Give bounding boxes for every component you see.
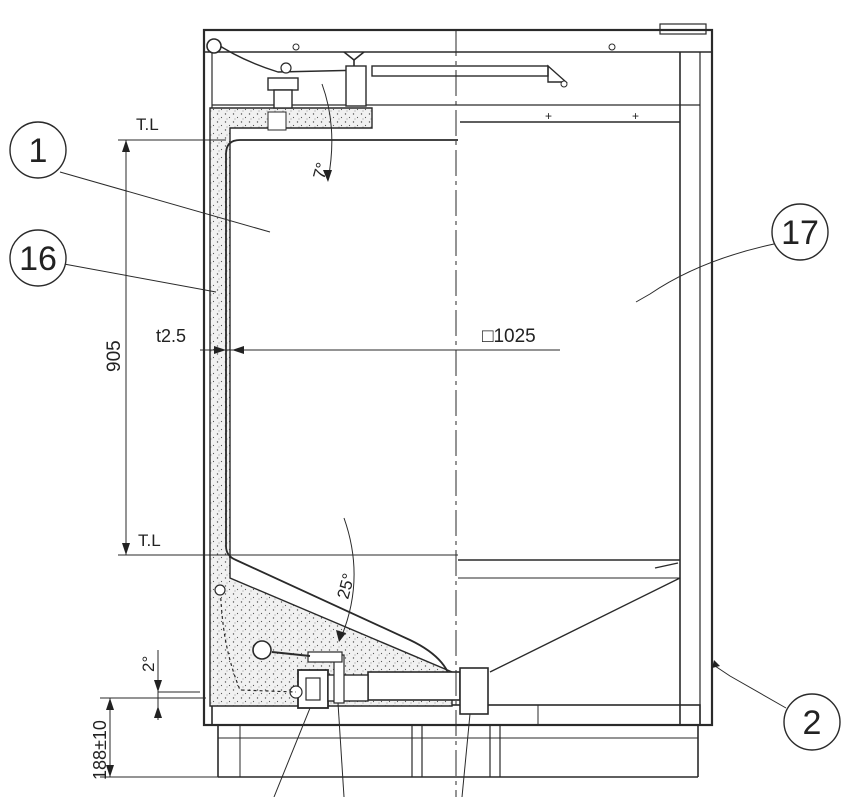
base-height-label: 188±10 — [90, 720, 110, 780]
balloon-17: 17 — [635, 203, 829, 303]
bottom-leaders — [273, 702, 471, 797]
tl-bottom-label: T.L — [138, 531, 161, 550]
svg-text:+: + — [632, 109, 639, 123]
cone-angle-label: 25° — [334, 571, 359, 601]
discharge-valve — [252, 640, 489, 715]
safety-chain — [214, 584, 297, 693]
top-angle-label: 7° — [310, 160, 333, 181]
balloon-2: 2 — [711, 660, 841, 751]
balloon-1: 1 — [9, 121, 271, 233]
tank-insulation — [209, 107, 453, 707]
balloon-2-number: 2 — [803, 704, 822, 742]
lid-fittings — [206, 38, 616, 109]
tl-top-label: T.L — [136, 115, 159, 134]
balloon-16-number: 16 — [19, 240, 57, 278]
wall-thickness-label: t2.5 — [156, 326, 186, 346]
svg-text:+: + — [545, 109, 552, 123]
dimension-lines — [100, 83, 560, 778]
base-angle-label: 2° — [139, 656, 158, 672]
tank-height-label: 905 — [104, 340, 125, 372]
tank-width-label: □1025 — [482, 326, 536, 347]
balloon-17-number: 17 — [781, 214, 819, 252]
balloon-1-number: 1 — [29, 132, 48, 170]
balloon-16: 16 — [9, 229, 217, 293]
